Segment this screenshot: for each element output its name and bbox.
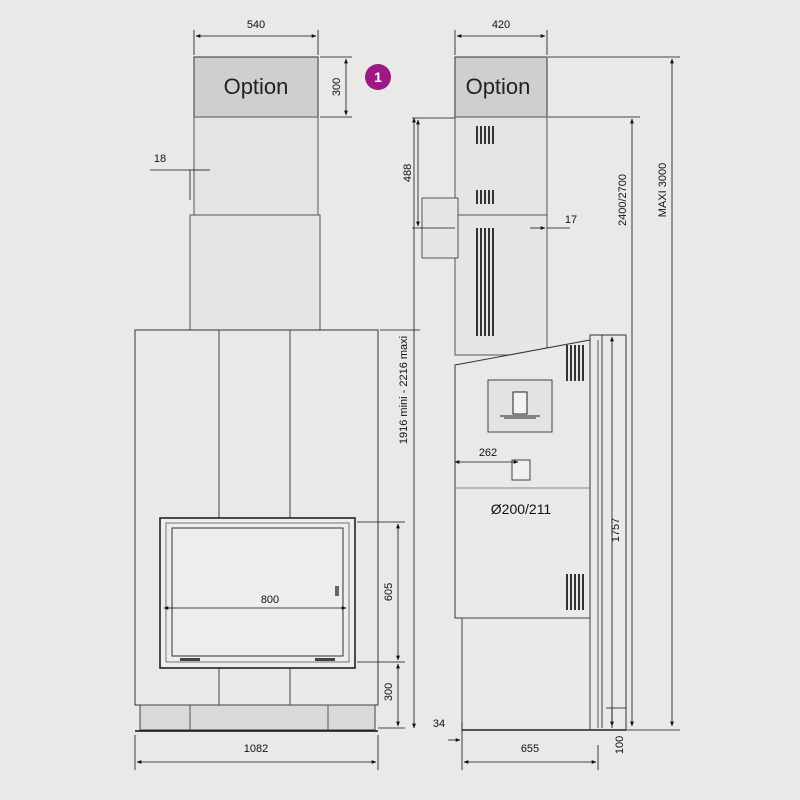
- front-hood: [189, 214, 321, 331]
- front-option-height: 300: [331, 78, 343, 96]
- front-offset: 18: [154, 153, 166, 165]
- option-badge: [365, 64, 391, 90]
- front-total-height: 1916 mini - 2216 maxi: [398, 336, 410, 444]
- side-option-box: [454, 56, 548, 118]
- side-top-width: 420: [492, 19, 510, 31]
- option-badge-number: 1: [374, 69, 382, 85]
- front-top-width: 540: [247, 19, 265, 31]
- front-plinth: [139, 704, 376, 731]
- front-door-height: 605: [383, 583, 395, 601]
- front-base-height: 300: [383, 683, 395, 701]
- side-body-height: 1757: [610, 518, 622, 542]
- front-total-width: 1082: [244, 743, 268, 755]
- front-dimensions: [134, 30, 420, 770]
- side-depth: 655: [521, 743, 539, 755]
- side-dimensions: [412, 30, 680, 770]
- side-height-range: 2400/2700: [617, 174, 629, 226]
- side-flange: 17: [565, 214, 577, 226]
- front-option-label: Option: [224, 74, 289, 99]
- side-option-label: Option: [466, 74, 531, 99]
- side-plinth: 100: [614, 736, 626, 754]
- front-option-box: [193, 56, 319, 118]
- side-outlet-offset: 262: [479, 447, 497, 459]
- side-hood-offset: 488: [402, 164, 414, 182]
- front-door-width: 800: [261, 594, 279, 606]
- side-vents: [476, 126, 584, 610]
- front-chimney: [193, 116, 319, 216]
- side-chimney: [454, 116, 548, 216]
- side-view: [421, 56, 627, 731]
- side-diameter: Ø200/211: [491, 501, 552, 517]
- front-view: [134, 56, 379, 731]
- front-door-glass: [171, 527, 344, 657]
- side-foot: 34: [433, 718, 445, 730]
- side-max-height: MAXI 3000: [657, 163, 669, 217]
- side-front-panel: [589, 334, 627, 731]
